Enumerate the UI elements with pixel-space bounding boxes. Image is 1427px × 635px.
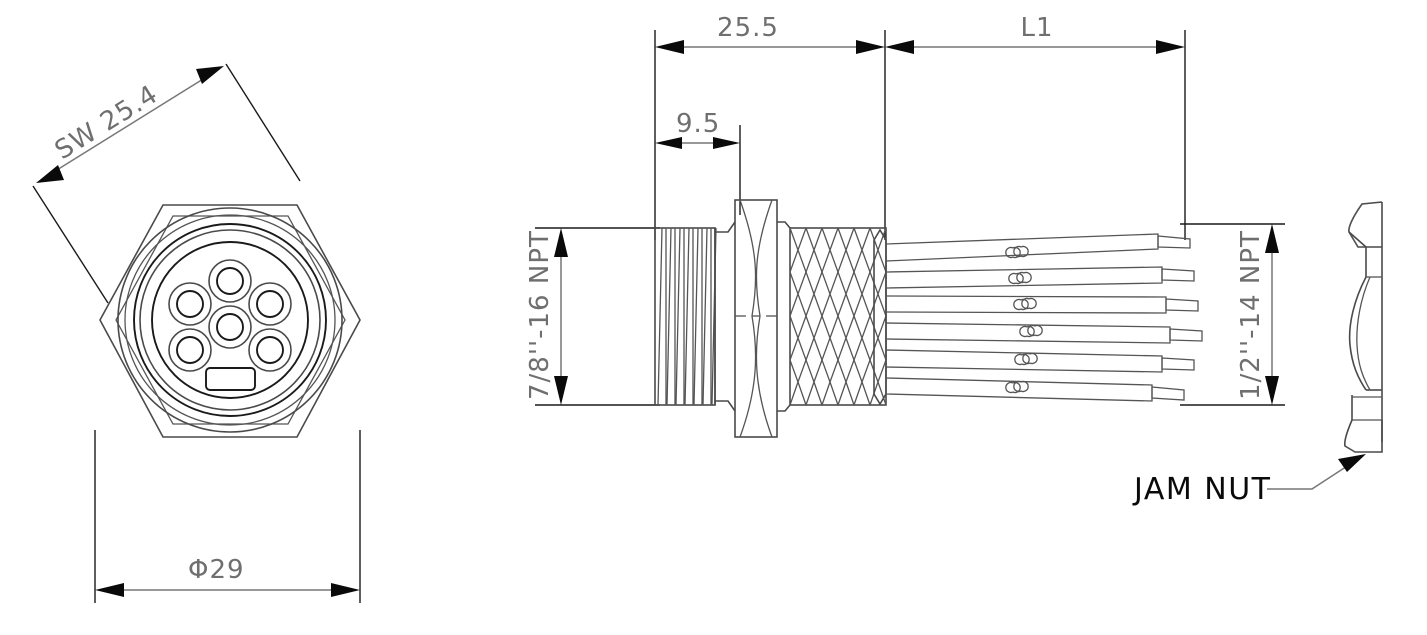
wire xyxy=(885,295,1199,314)
wire xyxy=(885,266,1195,289)
pin-holes xyxy=(168,259,292,372)
pin-hole xyxy=(208,305,252,349)
pin-hole xyxy=(208,259,252,303)
dimension-l1: L1 xyxy=(885,13,1185,54)
dimension-l1-label: L1 xyxy=(1020,13,1053,43)
rear-threaded-barrel xyxy=(654,221,736,412)
pin-hole xyxy=(168,282,212,326)
wire xyxy=(885,322,1203,344)
front-view: SW 25.4 xyxy=(32,63,361,603)
keyway-slot xyxy=(205,367,256,391)
hex-body xyxy=(99,204,361,438)
front-thread-dimension: 1/2''-14 NPT xyxy=(1180,223,1285,406)
dimension-25-5-label: 25.5 xyxy=(717,13,779,43)
dimension-9-5: 9.5 xyxy=(655,109,740,149)
hex-nut-body xyxy=(734,199,778,438)
pin-hole xyxy=(248,282,292,326)
sw-dimension-label: SW 25.4 xyxy=(50,79,164,166)
front-thread-label: 1/2''-14 NPT xyxy=(1236,230,1266,400)
rear-thread-label: 7/8''-16 NPT xyxy=(525,230,555,400)
rear-thread-dimension: 7/8''-16 NPT xyxy=(525,227,660,406)
pin-hole xyxy=(168,328,212,372)
jam-nut-label: JAM NUT xyxy=(1132,472,1272,507)
wire-bundle xyxy=(873,228,1203,406)
jam-nut-leader xyxy=(1267,454,1366,490)
pin-hole xyxy=(248,328,292,372)
wire xyxy=(885,233,1191,262)
wire xyxy=(885,349,1195,373)
diameter-dimension: Φ29 xyxy=(94,430,361,603)
dimension-25-5: 25.5 xyxy=(655,13,885,54)
diameter-dimension-label: Φ29 xyxy=(188,555,245,585)
connector-rings xyxy=(117,207,343,433)
front-threaded-barrel xyxy=(777,221,887,412)
wire xyxy=(885,377,1185,402)
sw-dimension: SW 25.4 xyxy=(32,63,301,304)
side-view: 25.5 L1 9.5 7/8''-16 NPT xyxy=(525,13,1285,438)
jam-nut: JAM NUT xyxy=(1132,201,1383,507)
dimension-9-5-label: 9.5 xyxy=(676,109,720,139)
